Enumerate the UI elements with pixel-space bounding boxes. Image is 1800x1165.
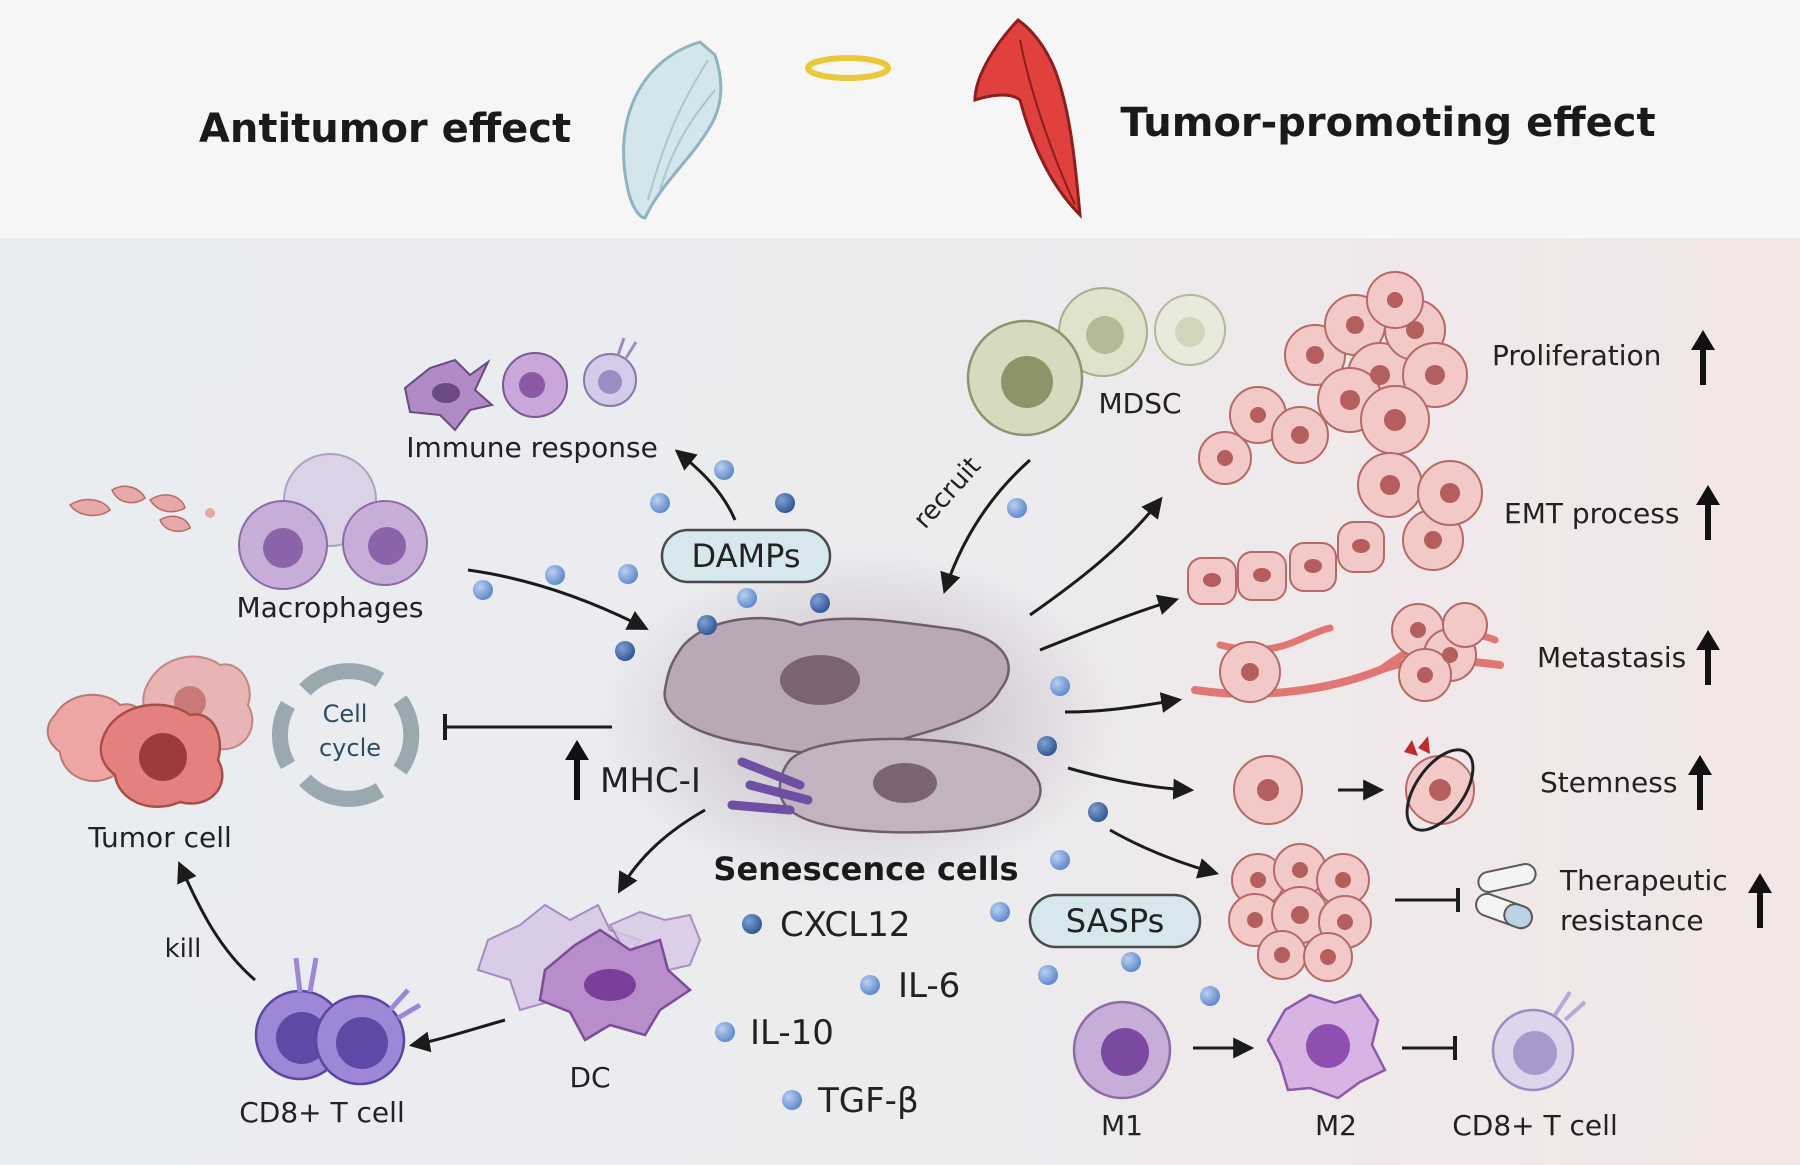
therapeutic-label-2: resistance xyxy=(1560,904,1704,937)
drug-capsule-icons xyxy=(1475,863,1537,930)
cell-cycle-icon xyxy=(271,663,420,807)
m1-cell xyxy=(1072,1000,1172,1100)
dc-label: DC xyxy=(569,1061,610,1094)
immune-response-label: Immune response xyxy=(406,431,658,464)
senescence-to-dc-arrow xyxy=(617,808,706,894)
cxcl12-dot xyxy=(742,914,762,934)
factor-tgfb: TGF-β xyxy=(817,1081,919,1121)
senescent-nucleus-1 xyxy=(780,655,860,705)
m1-label: M1 xyxy=(1101,1109,1143,1142)
tumor-promoting-title: Tumor-promoting effect xyxy=(1120,100,1655,146)
proliferation-up-arrowhead xyxy=(1691,330,1715,350)
sasps-label: SASPs xyxy=(1066,902,1165,940)
senescent-nucleus-2 xyxy=(873,763,937,803)
resistance-nuclei xyxy=(1247,862,1353,965)
proliferation-label: Proliferation xyxy=(1492,339,1661,372)
cd8-t-cells-left xyxy=(254,957,422,1086)
devil-wing-icon xyxy=(973,18,1082,219)
mhc-receptors xyxy=(727,757,813,815)
senescence-output-arrows xyxy=(1029,496,1220,879)
cell-cycle-label-1: Cell xyxy=(323,700,368,728)
mhc-label: MHC-I xyxy=(600,761,701,801)
mdsc-label: MDSC xyxy=(1098,387,1181,420)
emt-nuclei xyxy=(1203,475,1460,587)
immune-response-cells xyxy=(403,337,638,432)
metastasis-vessel xyxy=(1191,602,1504,703)
dc-to-cd8-arrow xyxy=(408,1018,506,1053)
metastasis-label: Metastasis xyxy=(1537,641,1686,674)
mdsc-cells xyxy=(966,287,1226,437)
dc-cells xyxy=(476,903,702,1042)
tumor-cell-label: Tumor cell xyxy=(87,821,232,854)
cell-cycle-label-2: cycle xyxy=(319,734,381,762)
macrophage-to-senescence-arrow xyxy=(467,568,649,630)
senescence-title: Senescence cells xyxy=(713,850,1018,888)
damps-to-immune-arrow xyxy=(674,449,737,521)
damps-badge xyxy=(660,528,832,584)
header-band xyxy=(0,0,1800,238)
proliferation-cluster xyxy=(1198,271,1468,485)
factor-il6: IL-6 xyxy=(898,966,960,1006)
stemness-up-arrowhead xyxy=(1688,755,1712,775)
cd8-right-label: CD8+ T cell xyxy=(1452,1109,1617,1142)
halo-icon xyxy=(805,55,891,81)
angel-wing-icon xyxy=(622,40,723,220)
factor-il10: IL-10 xyxy=(750,1013,834,1053)
kill-label: kill xyxy=(165,934,202,964)
macrophages-cluster xyxy=(68,453,428,590)
m2-cell xyxy=(1266,993,1387,1100)
il10-dot xyxy=(715,1022,735,1042)
mdsc-recruit-arrow xyxy=(940,458,1031,594)
emt-label: EMT process xyxy=(1504,497,1679,530)
tgfb-dot xyxy=(782,1090,802,1110)
kill-arrow xyxy=(177,861,256,982)
m2-label: M2 xyxy=(1315,1109,1357,1142)
factor-cxcl12: CXCL12 xyxy=(780,905,911,945)
proliferation-nuclei xyxy=(1217,292,1445,466)
tumor-cells xyxy=(46,655,254,808)
il6-dot xyxy=(860,975,880,995)
therapeutic-label-1: Therapeutic xyxy=(1559,864,1728,897)
cd8-t-cell-right xyxy=(1491,990,1587,1092)
emt-up-arrowhead xyxy=(1696,485,1720,505)
resistance-up-arrowhead xyxy=(1748,873,1772,893)
mhc-up-arrowhead xyxy=(565,740,589,760)
sasps-badge xyxy=(1028,893,1202,949)
signal-dots xyxy=(473,460,1220,1006)
metastasis-up-arrowhead xyxy=(1696,630,1720,650)
stemness-cells xyxy=(1233,736,1475,832)
stemness-label: Stemness xyxy=(1540,766,1677,799)
antitumor-title: Antitumor effect xyxy=(199,106,571,152)
macrophages-label: Macrophages xyxy=(236,591,423,624)
cd8-left-label: CD8+ T cell xyxy=(239,1096,404,1129)
damps-label: DAMPs xyxy=(692,537,801,575)
